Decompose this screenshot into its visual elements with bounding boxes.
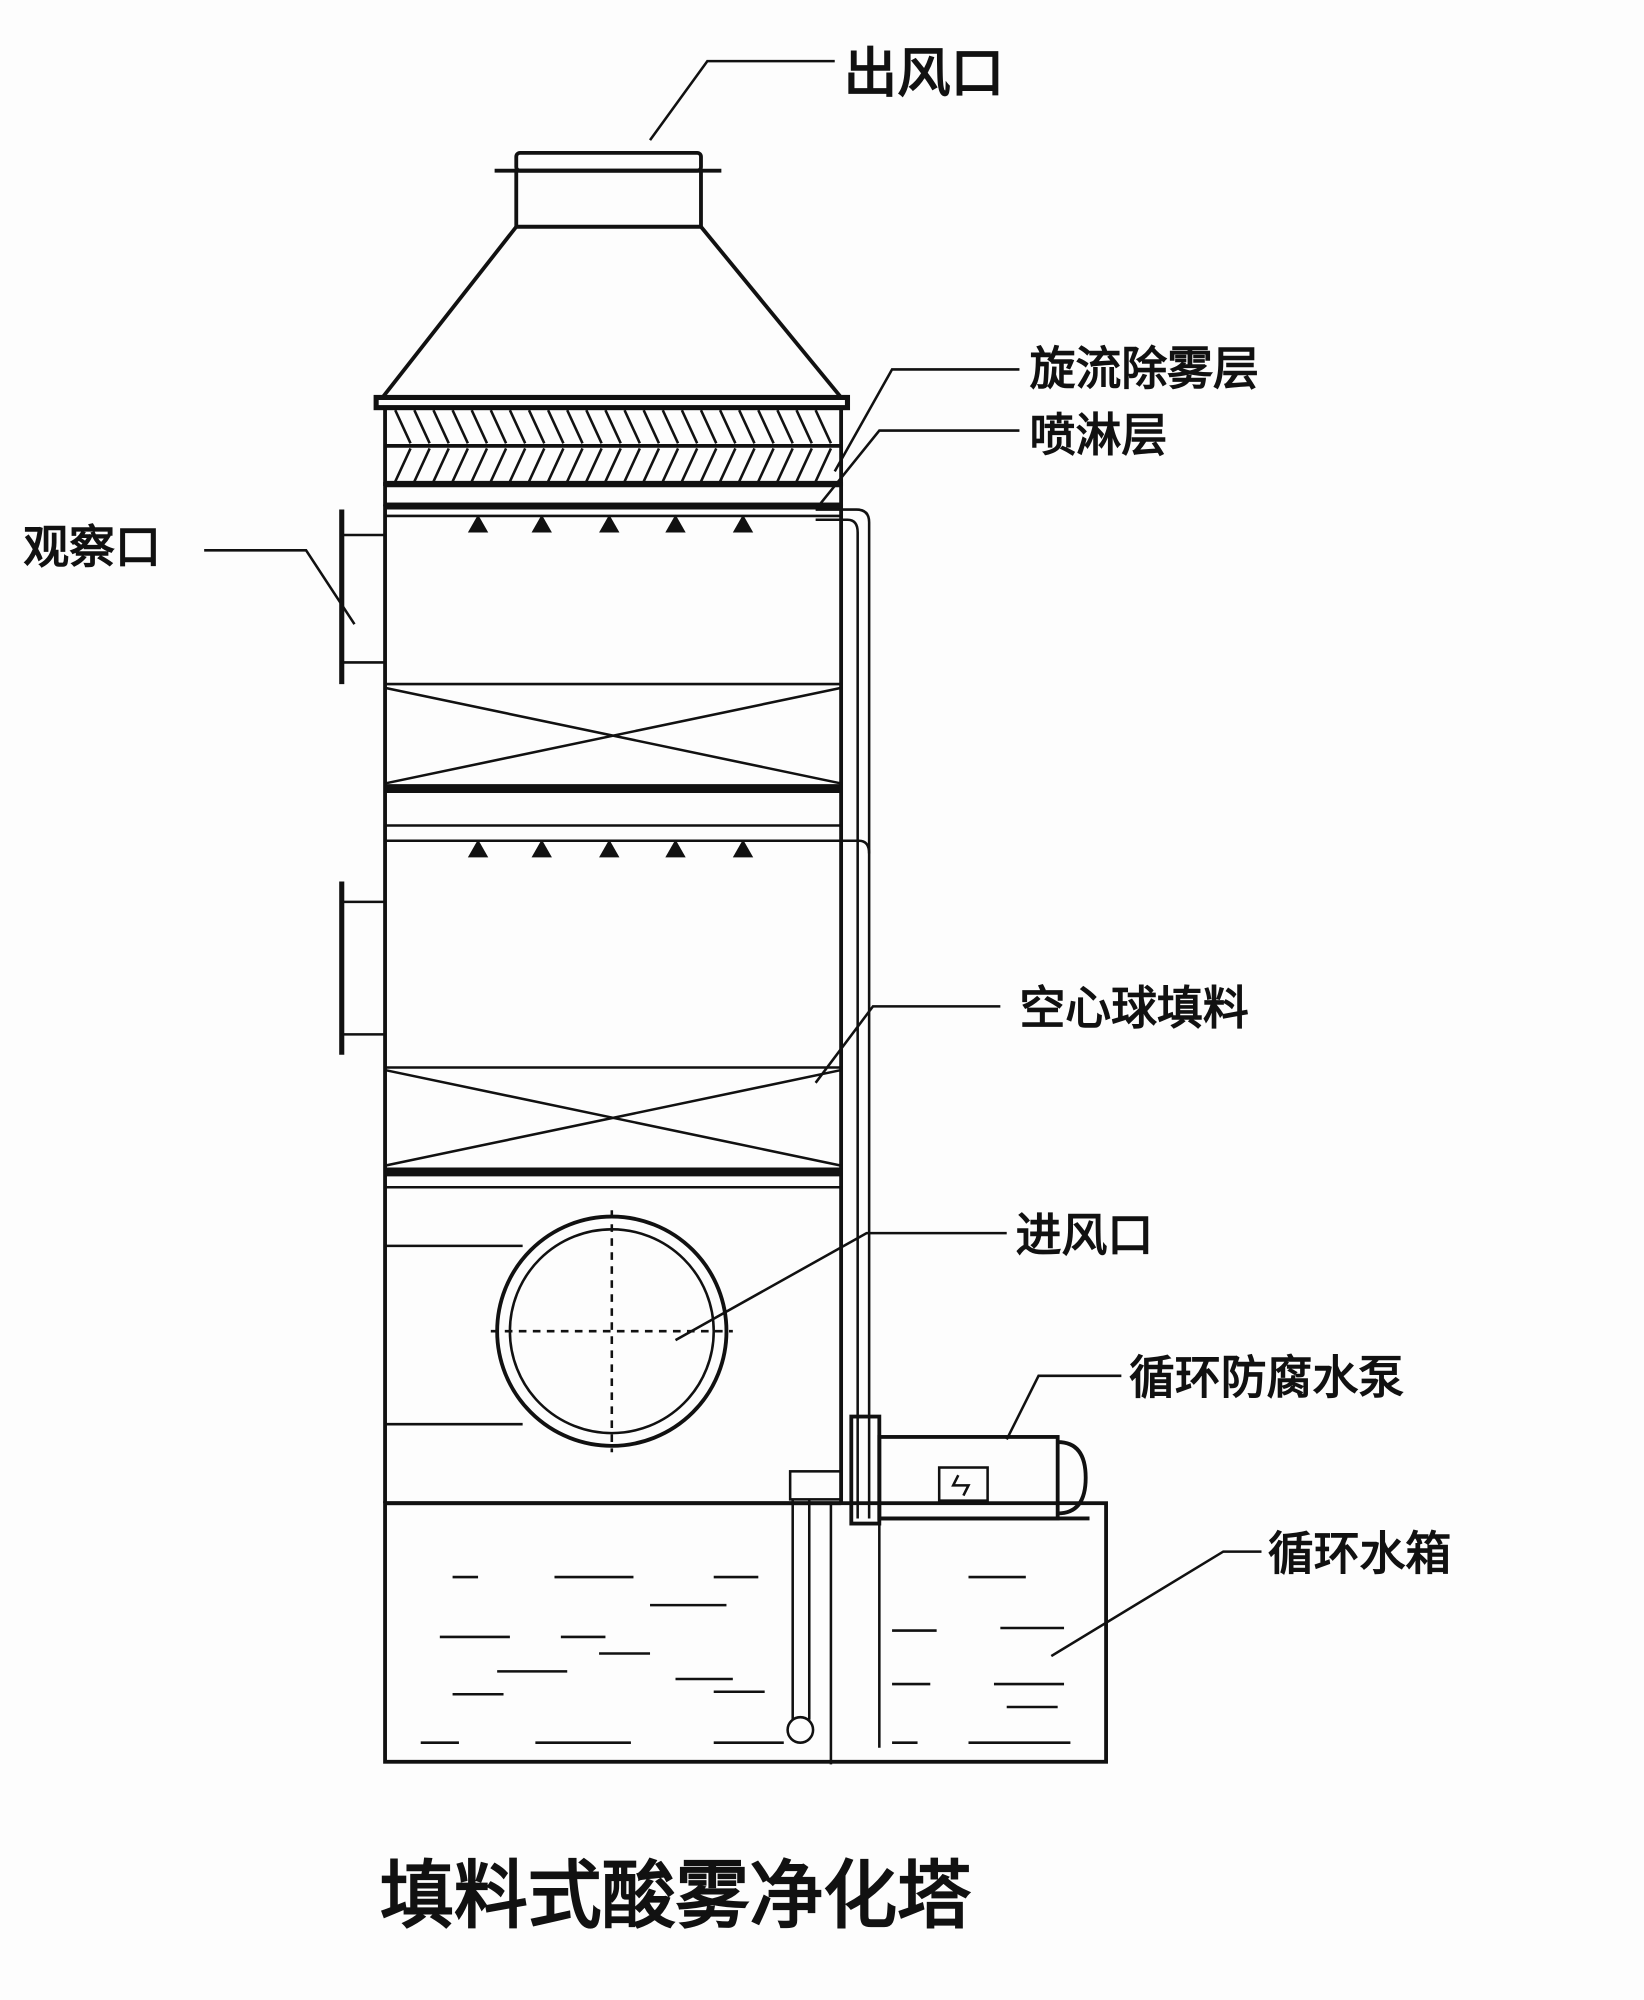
demister-hatch	[661, 409, 680, 444]
demister-hatch	[757, 447, 775, 483]
demister-hatch	[795, 409, 813, 444]
demister-hatch	[604, 409, 622, 444]
demister-hatch	[413, 447, 431, 483]
label-outlet: 出风口	[844, 42, 1005, 105]
observation-port-lower	[339, 881, 386, 1055]
label-demister: 旋流除雾层	[1030, 342, 1259, 396]
outlet-duct	[381, 150, 843, 399]
tower-body	[383, 504, 844, 1506]
demister-hatch	[432, 409, 450, 444]
demister-hatch	[776, 447, 794, 483]
spray-nozzle-icon	[599, 839, 620, 858]
label-inlet: 进风口	[1016, 1208, 1154, 1262]
label-observation-port: 观察口	[23, 520, 161, 574]
demister-hatch	[508, 409, 527, 444]
circulation-pipe	[815, 508, 881, 1765]
demister-hatch	[451, 409, 470, 444]
demister-hatch	[394, 409, 412, 444]
demister-hatch	[546, 409, 565, 444]
spray-nozzle-icon	[665, 514, 686, 533]
label-tank: 循环水箱	[1268, 1526, 1451, 1580]
demister-hatch	[527, 447, 546, 483]
demister-hatch	[527, 409, 546, 444]
spray-nozzle-icon	[531, 514, 552, 533]
demister-hatch	[451, 447, 470, 483]
demister-hatch	[394, 447, 412, 483]
label-pump: 循环防腐水泵	[1129, 1351, 1404, 1405]
demister-hatch	[757, 409, 775, 444]
spray-nozzle-icon	[467, 839, 489, 858]
demister-hatch	[470, 447, 489, 483]
demister-hatch	[623, 409, 641, 444]
spray-nozzle-icon	[732, 514, 754, 533]
spray-nozzle-icon	[531, 839, 552, 858]
spray-nozzle-icon	[599, 514, 620, 533]
demister-hatch	[718, 447, 737, 483]
demister-layer	[383, 405, 844, 507]
spray-nozzle-icon	[467, 514, 489, 533]
demister-hatch	[585, 409, 603, 444]
demister-hatch	[718, 409, 737, 444]
demister-hatch	[604, 447, 622, 483]
demister-hatch	[680, 409, 699, 444]
demister-hatch	[642, 447, 661, 483]
diagram-title: 填料式酸雾净化塔	[380, 1853, 971, 1939]
demister-hatch	[566, 409, 584, 444]
spray-nozzle-icon	[665, 839, 686, 858]
observation-port-upper	[339, 509, 386, 685]
demister-hatch	[642, 409, 661, 444]
demister-hatch	[623, 447, 641, 483]
demister-hatch	[508, 447, 527, 483]
water-tank	[383, 1470, 1108, 1764]
demister-hatch	[699, 409, 718, 444]
demister-hatch	[738, 447, 756, 483]
circulation-pump	[849, 1414, 1090, 1526]
demister-hatch	[795, 447, 813, 483]
demister-hatch	[680, 447, 699, 483]
demister-hatch	[413, 409, 431, 444]
demister-hatch	[699, 447, 718, 483]
demister-hatch	[432, 447, 450, 483]
demister-hatch	[489, 447, 508, 483]
spray-nozzles	[467, 514, 754, 858]
demister-hatch	[814, 447, 833, 483]
demister-hatch	[585, 447, 603, 483]
spray-nozzle-icon	[732, 839, 754, 858]
label-spray-layer: 喷淋层	[1030, 408, 1168, 462]
air-inlet	[490, 1210, 733, 1453]
demister-hatch	[489, 409, 508, 444]
demister-hatch	[738, 409, 756, 444]
demister-hatch	[566, 447, 584, 483]
demister-hatch	[661, 447, 680, 483]
label-packing: 空心球填料	[1019, 981, 1248, 1035]
leader-lines	[204, 59, 1262, 1658]
demister-hatch	[776, 409, 794, 444]
demister-hatch	[546, 447, 565, 483]
demister-hatch	[470, 409, 489, 444]
demister-hatch	[814, 409, 833, 444]
